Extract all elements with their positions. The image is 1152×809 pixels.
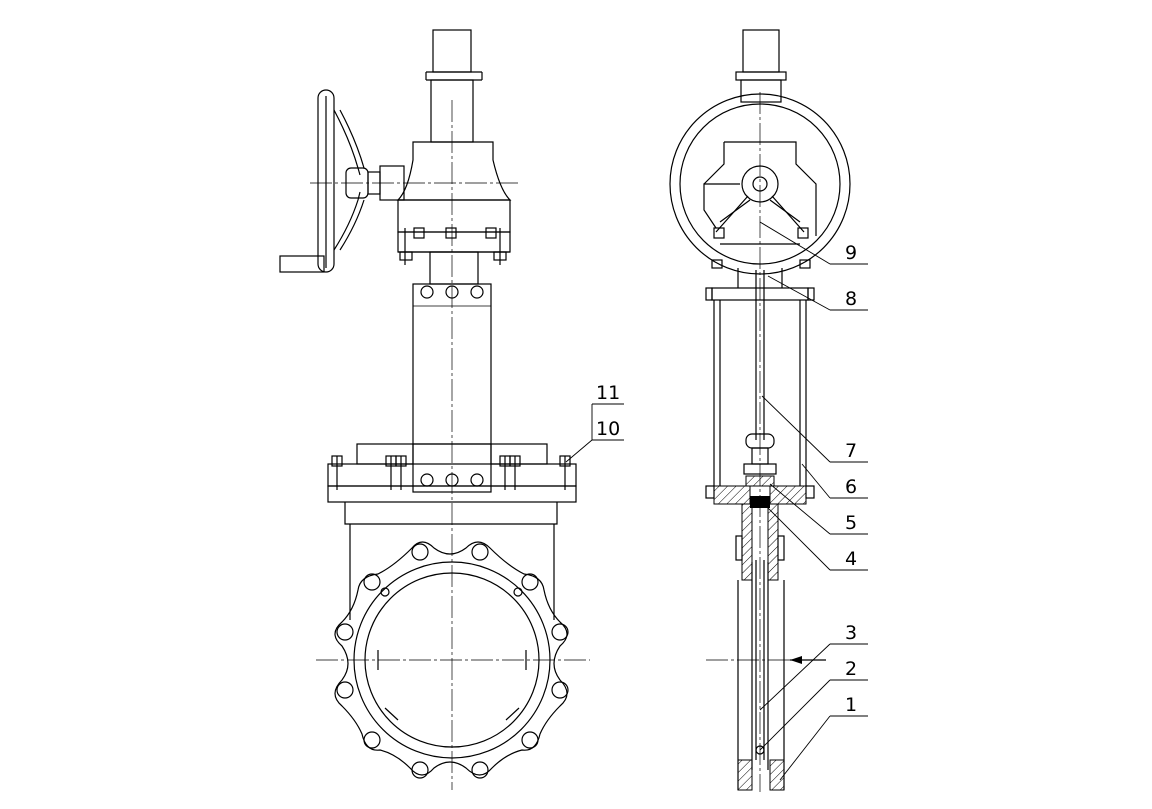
stem-top (425, 29, 483, 143)
callout-5: 5 (845, 512, 857, 534)
lug-bolt-holes (336, 543, 569, 779)
callout-3: 3 (845, 622, 857, 644)
valve-body (334, 502, 569, 779)
lug-flange-outline (334, 541, 568, 776)
body-side (735, 503, 785, 791)
stem-nut-side (705, 433, 815, 508)
stem-top-side (735, 29, 787, 103)
side-view (669, 29, 851, 792)
callout-8: 8 (845, 288, 857, 310)
front-view (279, 29, 590, 790)
callout-labels: 9 8 7 6 5 4 3 2 1 10 11 (596, 242, 857, 716)
handwheel-side (279, 89, 518, 273)
callout-leaders (565, 221, 868, 781)
callout-2: 2 (845, 658, 857, 680)
callout-7: 7 (845, 440, 857, 462)
callout-6: 6 (845, 476, 857, 498)
callout-10: 10 (596, 418, 620, 440)
callout-9: 9 (845, 242, 857, 264)
flow-arrow (790, 656, 802, 664)
callout-1: 1 (845, 694, 857, 716)
yoke-side (705, 270, 815, 486)
callout-11: 11 (596, 382, 620, 404)
gearbox (396, 141, 512, 285)
flange-bolts (331, 455, 571, 490)
callout-4: 4 (845, 548, 857, 570)
